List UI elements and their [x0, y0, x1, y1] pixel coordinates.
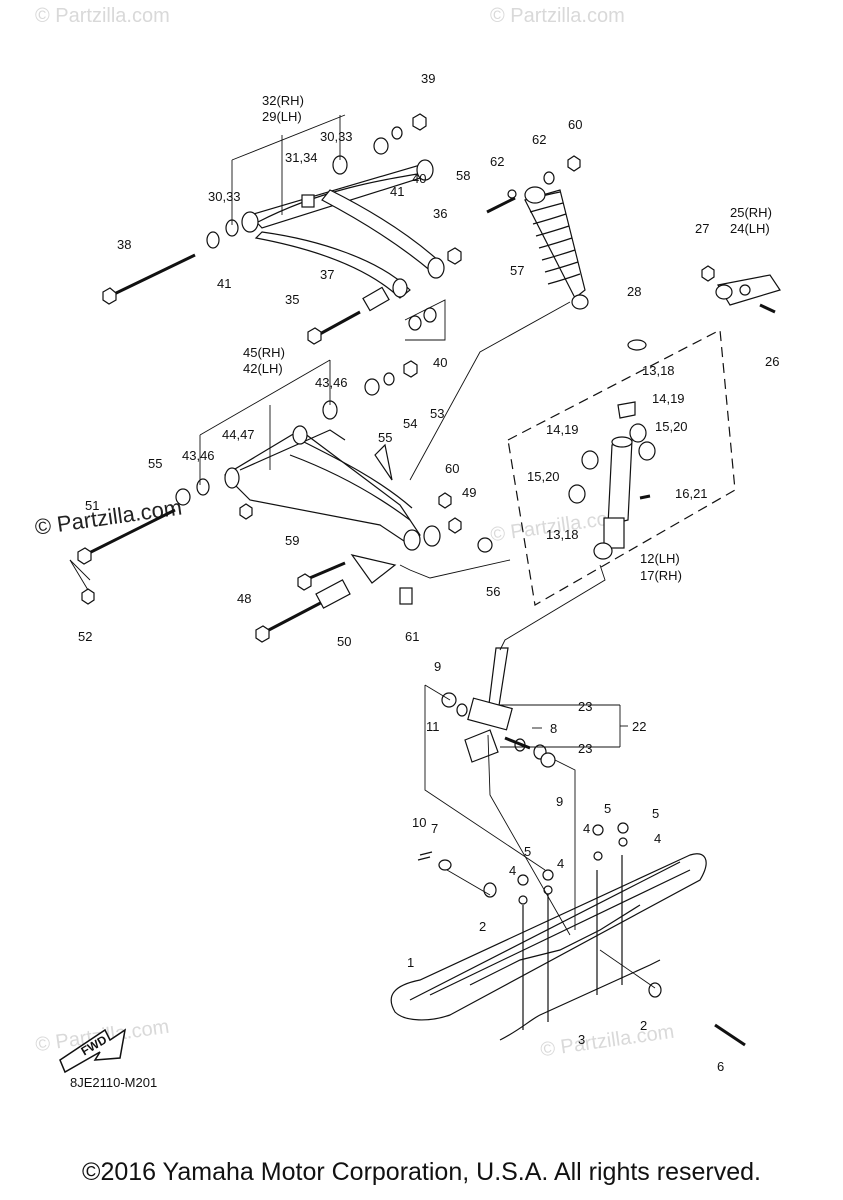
- callout-56: 56: [486, 584, 500, 599]
- callout-42lh: 42(LH): [243, 361, 283, 376]
- upper-a-arm: [102, 113, 462, 345]
- callout-7: 7: [431, 821, 438, 836]
- callout-60a: 60: [568, 117, 582, 132]
- callout-44-47: 44,47: [222, 427, 255, 442]
- callout-14-19b: 14,19: [546, 422, 579, 437]
- callout-10: 10: [412, 815, 426, 830]
- callout-41b: 41: [217, 276, 231, 291]
- callout-29lh: 29(LH): [262, 109, 302, 124]
- callout-35: 35: [285, 292, 299, 307]
- callout-28: 28: [627, 284, 641, 299]
- callout-4b: 4: [654, 831, 661, 846]
- callout-9b: 9: [556, 794, 563, 809]
- callout-59: 59: [285, 533, 299, 548]
- spindle: [441, 647, 556, 768]
- callout-25rh: 25(RH): [730, 205, 772, 220]
- callout-17rh: 17(RH): [640, 568, 682, 583]
- callout-6: 6: [717, 1059, 724, 1074]
- callout-13-18b: 13,18: [546, 527, 579, 542]
- callout-8: 8: [550, 721, 557, 736]
- callout-55b: 55: [148, 456, 162, 471]
- leader-lines: [69, 114, 656, 989]
- callout-5a: 5: [604, 801, 611, 816]
- callout-52: 52: [78, 629, 92, 644]
- callout-5b: 5: [652, 806, 659, 821]
- callout-62a: 62: [532, 132, 546, 147]
- callout-49: 49: [462, 485, 476, 500]
- shock-absorber: [486, 155, 589, 310]
- fwd-arrow-icon: [59, 1028, 127, 1074]
- callout-37: 37: [320, 267, 334, 282]
- callout-24lh: 24(LH): [730, 221, 770, 236]
- callout-53: 53: [430, 406, 444, 421]
- callout-31-34: 31,34: [285, 150, 318, 165]
- callout-50: 50: [337, 634, 351, 649]
- callout-30-33a: 30,33: [320, 129, 353, 144]
- callout-26: 26: [765, 354, 779, 369]
- callout-5c: 5: [524, 844, 531, 859]
- callout-40b: 40: [433, 355, 447, 370]
- callout-4c: 4: [557, 856, 564, 871]
- callout-62b: 62: [490, 154, 504, 169]
- callout-15-20a: 15,20: [655, 419, 688, 434]
- callout-4a: 4: [583, 821, 590, 836]
- callout-23b: 23: [578, 741, 592, 756]
- callout-43-46b: 43,46: [182, 448, 215, 463]
- callout-58: 58: [456, 168, 470, 183]
- watermark-top-left: © Partzilla.com: [35, 5, 170, 27]
- callout-51: 51: [85, 498, 99, 513]
- callout-48: 48: [237, 591, 251, 606]
- callout-12lh: 12(LH): [640, 551, 680, 566]
- callout-16-21: 16,21: [675, 486, 708, 501]
- diagram-code: 8JE2110-M201: [70, 1075, 158, 1090]
- callout-60b: 60: [445, 461, 459, 476]
- copyright-text: ©2016 Yamaha Motor Corporation, U.S.A. A…: [82, 1158, 761, 1186]
- callout-labels: 39 32(RH) 29(LH) 30,33 31,34 30,33 40 41…: [78, 71, 779, 1074]
- callout-43-46a: 43,46: [315, 375, 348, 390]
- callout-23a: 23: [578, 699, 592, 714]
- callout-55a: 55: [378, 430, 392, 445]
- callout-4d: 4: [509, 863, 516, 878]
- callout-40a: 40: [412, 171, 426, 186]
- callout-30-33b: 30,33: [208, 189, 241, 204]
- callout-15-20b: 15,20: [527, 469, 560, 484]
- callout-9a: 9: [434, 659, 441, 674]
- callout-39: 39: [421, 71, 435, 86]
- ski: [390, 822, 746, 1047]
- callout-22: 22: [632, 719, 646, 734]
- callout-3: 3: [578, 1032, 585, 1047]
- lower-a-arm: [77, 360, 493, 643]
- watermark-top-right: © Partzilla.com: [490, 5, 625, 27]
- callout-27: 27: [695, 221, 709, 236]
- callout-32rh: 32(RH): [262, 93, 304, 108]
- callout-2a: 2: [479, 919, 486, 934]
- callout-38: 38: [117, 237, 131, 252]
- callout-13-18a: 13,18: [642, 363, 675, 378]
- callout-57: 57: [510, 263, 524, 278]
- callout-2b: 2: [640, 1018, 647, 1033]
- callout-54: 54: [403, 416, 417, 431]
- callout-45rh: 45(RH): [243, 345, 285, 360]
- callout-14-19a: 14,19: [652, 391, 685, 406]
- callout-61: 61: [405, 629, 419, 644]
- callout-41a: 41: [390, 184, 404, 199]
- callout-1: 1: [407, 955, 414, 970]
- callout-36: 36: [433, 206, 447, 221]
- callout-11: 11: [426, 719, 440, 734]
- spindle-housing: [507, 265, 781, 606]
